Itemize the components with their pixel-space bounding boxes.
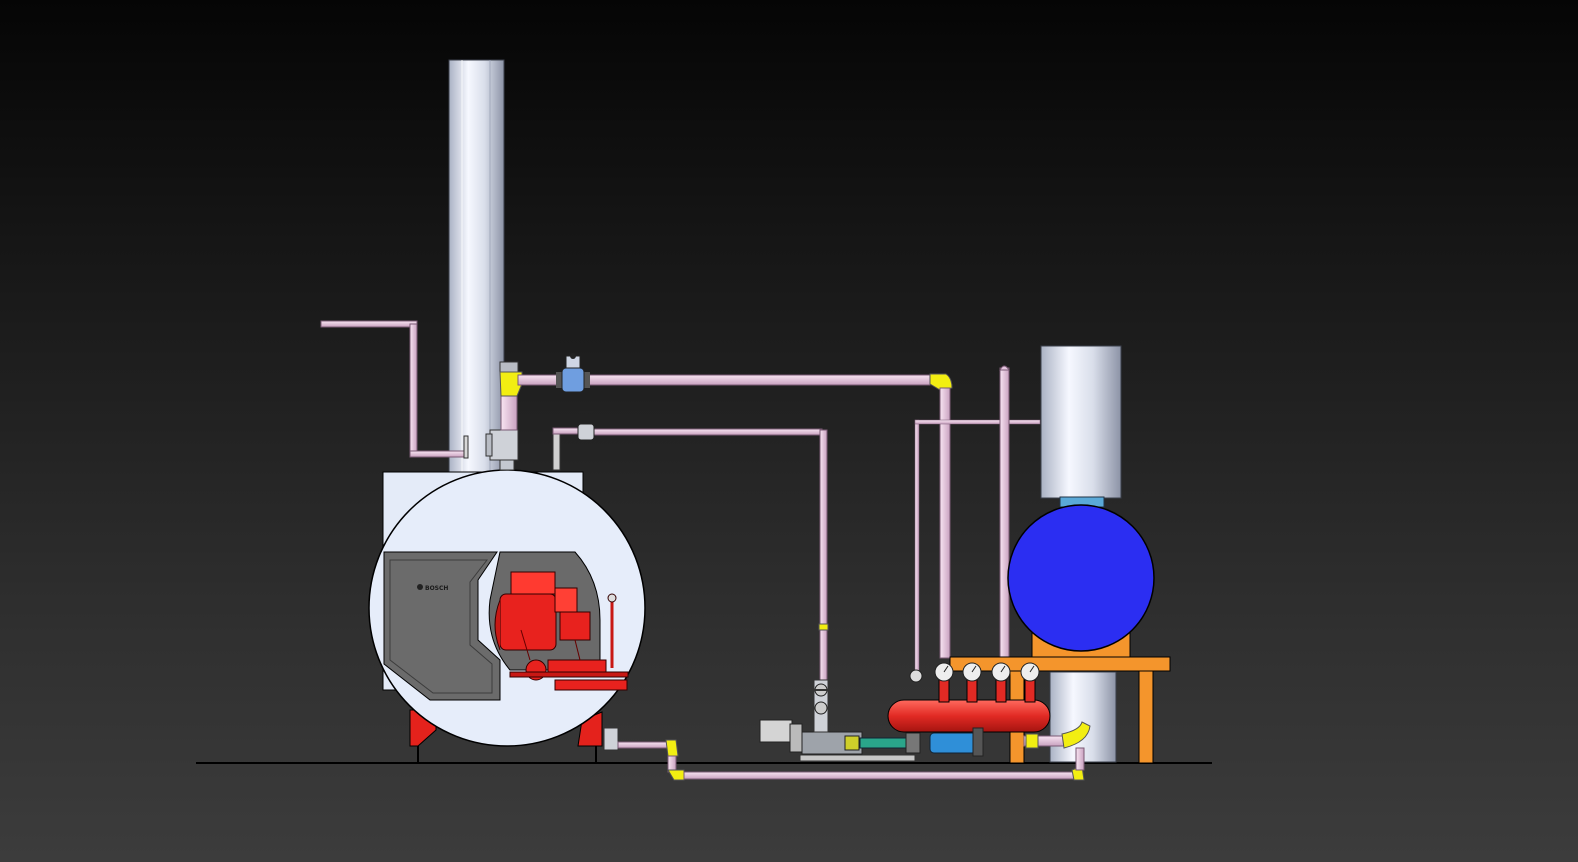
boiler-door (383, 551, 501, 701)
tank-chimney (1040, 345, 1122, 508)
vent-pipe (320, 320, 467, 458)
main-steam-pipe (499, 353, 953, 659)
header-return-elbow (1023, 721, 1091, 749)
burner-icon (494, 571, 629, 691)
valve-icon (556, 353, 590, 393)
pressure-gauge-icon (1020, 662, 1040, 703)
motor-icon (759, 719, 793, 743)
boiler-top-valves (463, 429, 561, 471)
valve-icon (577, 411, 595, 441)
pressure-gauge-icon (934, 662, 954, 703)
pump-icon (759, 679, 984, 762)
header-pipes (914, 365, 1041, 681)
tank-lower-column (1049, 671, 1117, 763)
pressure-gauge-icon (991, 662, 1011, 703)
blue-tank (1007, 504, 1155, 661)
drain-pipe (603, 727, 1085, 781)
distribution-header (887, 662, 1051, 733)
brand-label: BOSCH (425, 585, 448, 592)
main-chimney (448, 59, 505, 473)
pressure-gauge-icon (962, 662, 982, 703)
return-pipe (552, 411, 829, 681)
